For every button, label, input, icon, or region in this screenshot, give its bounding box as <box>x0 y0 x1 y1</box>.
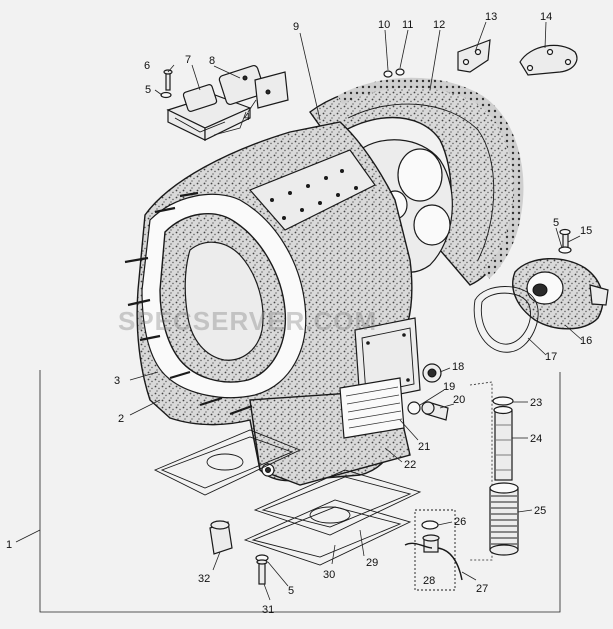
callout-26: 26 <box>454 516 466 528</box>
callout-21: 21 <box>418 441 430 453</box>
bracket-14 <box>519 44 578 76</box>
callout-19: 19 <box>443 381 455 393</box>
callout-4: 4 <box>244 111 250 123</box>
bracket-13 <box>457 39 491 73</box>
top-plate-holes <box>270 169 358 220</box>
callout-13: 13 <box>485 11 497 23</box>
rear-gear-housing <box>309 77 524 286</box>
callout-5-top: 5 <box>145 84 151 96</box>
bolt-31 <box>255 554 269 585</box>
leader-lines <box>129 21 583 601</box>
assembly-bracket <box>15 370 561 613</box>
callout-30: 30 <box>323 569 335 581</box>
callout-11: 11 <box>402 19 413 31</box>
callout-5-right: 5 <box>553 217 559 229</box>
callout-9: 9 <box>293 21 299 33</box>
callout-27: 27 <box>476 583 488 595</box>
callout-28: 28 <box>423 575 435 587</box>
sensor-28 <box>404 509 463 591</box>
callout-1: 1 <box>6 539 12 551</box>
callout-3: 3 <box>114 375 120 387</box>
callout-7: 7 <box>185 54 191 66</box>
bolts-10-11 <box>383 68 405 78</box>
pump-assembly <box>473 228 609 353</box>
plug-32 <box>209 520 233 555</box>
valve-block-assembly <box>160 64 289 141</box>
callout-2: 2 <box>118 413 124 425</box>
callout-20: 20 <box>453 394 465 406</box>
filter-assembly <box>469 381 519 561</box>
callout-25: 25 <box>534 505 546 517</box>
callout-labels: 1 2 3 4 5 6 7 8 9 10 11 12 13 14 5 15 16… <box>6 11 592 616</box>
transmission-housing <box>124 121 421 486</box>
callout-18: 18 <box>452 361 464 373</box>
plugs-18-20 <box>407 363 449 421</box>
callout-5-bottom: 5 <box>288 585 294 597</box>
callout-29: 29 <box>366 557 378 569</box>
callout-10: 10 <box>378 19 390 31</box>
callout-8: 8 <box>209 55 215 67</box>
callout-14: 14 <box>540 11 552 23</box>
callout-24: 24 <box>530 433 542 445</box>
callout-17: 17 <box>545 351 557 363</box>
callout-15: 15 <box>580 225 592 237</box>
callout-22: 22 <box>404 459 416 471</box>
callout-6: 6 <box>144 60 150 72</box>
callout-31: 31 <box>262 604 274 616</box>
flange-studs <box>124 191 253 416</box>
bottom-gaskets <box>153 429 422 566</box>
callout-12: 12 <box>433 19 445 31</box>
callout-23: 23 <box>530 397 542 409</box>
watermark: SPECSERVER.COM <box>118 306 377 336</box>
callout-16: 16 <box>580 335 592 347</box>
callout-32: 32 <box>198 573 210 585</box>
